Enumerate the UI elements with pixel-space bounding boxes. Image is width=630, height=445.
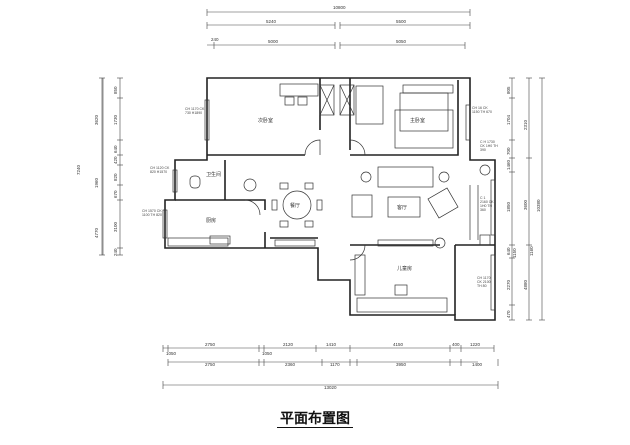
- dim-top: 5050: [396, 39, 407, 44]
- dim-left: 1960: [94, 177, 99, 188]
- window-note: C H 1730 CK 1H0 TH 390: [480, 140, 498, 152]
- dim-right: 1850: [506, 201, 511, 212]
- dim-bottom: 2120: [283, 342, 294, 347]
- room-label-master-bedroom: 主卧室: [410, 117, 425, 124]
- dim-top: 5240: [266, 19, 277, 24]
- window-note: C 1 2160 CK 1H0 TH 360: [480, 196, 494, 212]
- dim-right: 1460: [506, 159, 511, 170]
- dim-right: 4880: [523, 279, 528, 290]
- dim-right: 2310: [523, 119, 528, 130]
- dimension-lines-left: [99, 77, 123, 256]
- dim-right: 3600: [523, 199, 528, 210]
- window-note: CH 1120 CK 820 H1570: [150, 166, 170, 174]
- dim-right: 805: [506, 86, 511, 94]
- drawing-title: 平面布置图: [277, 411, 353, 428]
- room-label-kids-room: 儿童房: [397, 265, 412, 272]
- room-label-kitchen: 厨房: [206, 217, 216, 224]
- windows: [162, 99, 496, 311]
- dim-left: 1730: [113, 114, 118, 125]
- dim-right: 1160: [529, 246, 534, 256]
- dim-right: 640: [506, 247, 511, 255]
- window-note: CH 1170 CK 2100 TH 80: [477, 276, 491, 288]
- dim-bottom: 4150: [393, 342, 404, 347]
- room-label-second-bedroom: 次卧室: [258, 117, 273, 124]
- furniture: [167, 83, 491, 313]
- dimension-lines-top: [206, 9, 471, 49]
- dim-left: 640: [113, 145, 118, 153]
- dim-left: 820: [113, 173, 118, 181]
- dim-left: 670: [113, 190, 118, 198]
- window-note: CH 1570 CK 1100 TH 820: [142, 209, 162, 217]
- dimension-lines-right: [509, 77, 545, 321]
- dim-left-total: 7240: [76, 164, 81, 175]
- dim-bottom: 1410: [326, 342, 337, 347]
- dim-bottom: 1400: [472, 362, 483, 367]
- dim-left: 850: [113, 86, 118, 94]
- dim-left: 240: [113, 248, 118, 256]
- drawing-title-wrap: 平面布置图: [0, 408, 630, 428]
- window-note: CH 1170 CK 730 H1890: [185, 107, 205, 115]
- dim-bottom: 3950: [396, 362, 407, 367]
- dim-right: 1150: [512, 248, 517, 258]
- dim-bottom-total: 13020: [324, 385, 337, 390]
- dim-top: 5000: [268, 39, 279, 44]
- dim-bottom: 400: [452, 342, 460, 347]
- dim-bottom: 2360: [285, 362, 296, 367]
- window-note: CH 16 CK 1150 TH 670: [472, 106, 492, 114]
- room-label-living: 客厅: [397, 204, 407, 211]
- dim-bottom: 1220: [470, 342, 481, 347]
- dim-bottom: 1170: [330, 362, 340, 367]
- dim-left: 3620: [94, 114, 99, 125]
- room-label-dining: 餐厅: [290, 202, 300, 209]
- dim-right: 2270: [506, 279, 511, 290]
- dim-top: 5500: [396, 19, 407, 24]
- dim-bottom: 2750: [205, 362, 216, 367]
- dim-bottom: 1050: [166, 351, 177, 356]
- dim-right: 1704: [506, 114, 511, 125]
- dim-left: 4770: [94, 227, 99, 238]
- dim-bottom: 1050: [262, 351, 273, 356]
- dim-bottom: 2750: [205, 342, 216, 347]
- outer-wall: [164, 77, 496, 321]
- dim-right: 470: [506, 310, 511, 318]
- room-label-bathroom: 卫生间: [206, 171, 221, 178]
- dim-left: 420: [113, 156, 118, 164]
- dim-right-labels: 805 1704 700 1460 1850 640 1150 2270 470…: [506, 86, 541, 318]
- doors: [244, 139, 366, 261]
- dim-top-total: 10800: [333, 5, 346, 10]
- dimension-lines-bottom: [162, 345, 499, 389]
- dim-top: 240: [211, 37, 219, 42]
- dim-right-total: 10380: [536, 199, 541, 212]
- dim-left-labels: 3620 1960 4770 7240 850 1730 640 420 820…: [76, 86, 118, 256]
- dim-right: 700: [506, 147, 511, 155]
- dim-left: 3100: [113, 221, 118, 232]
